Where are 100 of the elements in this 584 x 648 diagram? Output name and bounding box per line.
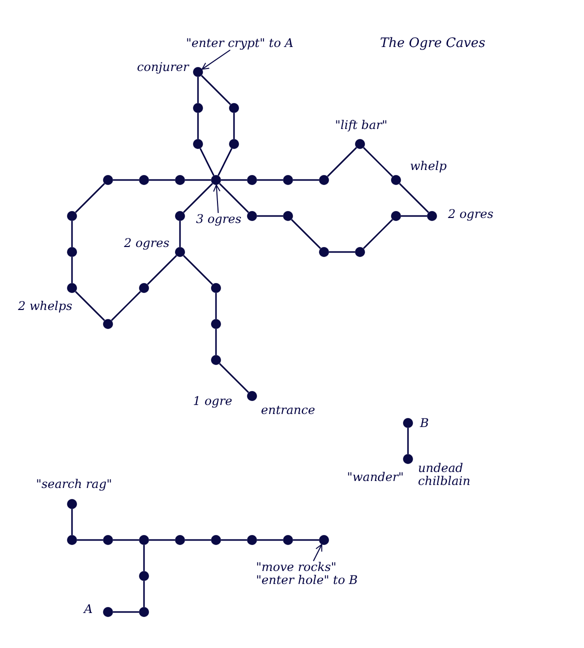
map-dot [139, 535, 149, 545]
passage-line [111, 291, 141, 321]
passage-line [143, 545, 145, 571]
map-dot [175, 211, 185, 221]
passage-line [215, 329, 217, 355]
passage-line [363, 147, 393, 177]
passage-line [219, 183, 249, 213]
passage-line [327, 147, 357, 177]
map-dot [283, 535, 293, 545]
map-dot [211, 283, 221, 293]
map-dot [247, 391, 257, 401]
map-dot [139, 571, 149, 581]
passage-line [75, 291, 105, 321]
map-dot [247, 175, 257, 185]
passage-line [407, 428, 409, 454]
map-dot [139, 175, 149, 185]
passage-line [221, 539, 247, 541]
passage-line [113, 179, 139, 181]
passage-line [185, 539, 211, 541]
location-label: 2 ogres [124, 237, 170, 250]
map-dot [355, 247, 365, 257]
passage-line [71, 257, 73, 283]
passage-line [147, 255, 177, 285]
passage-line [215, 293, 217, 319]
arrow [213, 184, 220, 214]
map-dot [283, 211, 293, 221]
passage-line [201, 75, 231, 105]
map-dot [139, 283, 149, 293]
map-dot [67, 535, 77, 545]
passage-line [197, 77, 199, 103]
location-label: 1 ogre [193, 395, 232, 408]
passage-line [77, 539, 103, 541]
note-text: "enter hole" to B [256, 574, 358, 587]
location-label: 2 ogres [448, 208, 494, 221]
passage-line [219, 363, 249, 393]
map-dot [355, 139, 365, 149]
map-dot [193, 139, 203, 149]
location-label: entrance [261, 404, 316, 417]
arrow [202, 50, 231, 70]
passage-line [233, 113, 235, 139]
map-dot [211, 535, 221, 545]
passage-line [143, 581, 145, 607]
map-dot [103, 535, 113, 545]
arrow [312, 544, 322, 562]
passage-line [363, 219, 393, 249]
passage-line [399, 183, 429, 213]
location-label: B [420, 417, 429, 430]
map-dot [427, 211, 437, 221]
map-dot [193, 103, 203, 113]
location-label: "wander" [347, 471, 404, 484]
passage-line [71, 509, 73, 535]
passage-line [183, 183, 213, 213]
passage-line [71, 221, 73, 247]
passage-line [218, 148, 232, 176]
map-dot [103, 175, 113, 185]
map-dot [175, 175, 185, 185]
passage-line [113, 611, 139, 613]
passage-line [75, 183, 105, 213]
passage-line [221, 179, 247, 181]
note-text: 3 ogres [196, 213, 242, 226]
passage-line [113, 539, 139, 541]
passage-line [293, 179, 319, 181]
passage-line [185, 179, 211, 181]
passage-line [291, 219, 321, 249]
map-dot [229, 139, 239, 149]
map-dot [283, 175, 293, 185]
map-dot [229, 103, 239, 113]
map-dot [211, 319, 221, 329]
note-text: "enter crypt" to A [186, 37, 294, 50]
map-dot [139, 607, 149, 617]
map-dot [403, 454, 413, 464]
map-dot [211, 175, 221, 185]
map-dot [193, 67, 203, 77]
map-dot [247, 211, 257, 221]
passage-line [401, 215, 427, 217]
passage-line [200, 148, 214, 176]
map-title: The Ogre Caves [380, 37, 486, 50]
passage-line [149, 539, 175, 541]
map-dot [103, 607, 113, 617]
map-dot [319, 175, 329, 185]
passage-line [257, 179, 283, 181]
map-dot [247, 535, 257, 545]
map-dot [391, 211, 401, 221]
passage-line [293, 539, 319, 541]
location-label: 2 whelps [18, 300, 72, 313]
location-label: "lift bar" [335, 119, 388, 132]
map-dot [211, 355, 221, 365]
passage-line [257, 539, 283, 541]
map-dot [103, 319, 113, 329]
map-dot [403, 418, 413, 428]
location-label: whelp [410, 160, 447, 173]
map-dot [67, 211, 77, 221]
passage-line [183, 255, 213, 285]
note-text: "move rocks" [256, 561, 338, 574]
map-dot [67, 499, 77, 509]
location-label: "search rag" [36, 478, 112, 491]
passage-line [197, 113, 199, 139]
map-dot [175, 247, 185, 257]
location-label: conjurer [137, 61, 189, 74]
map-dot [319, 247, 329, 257]
